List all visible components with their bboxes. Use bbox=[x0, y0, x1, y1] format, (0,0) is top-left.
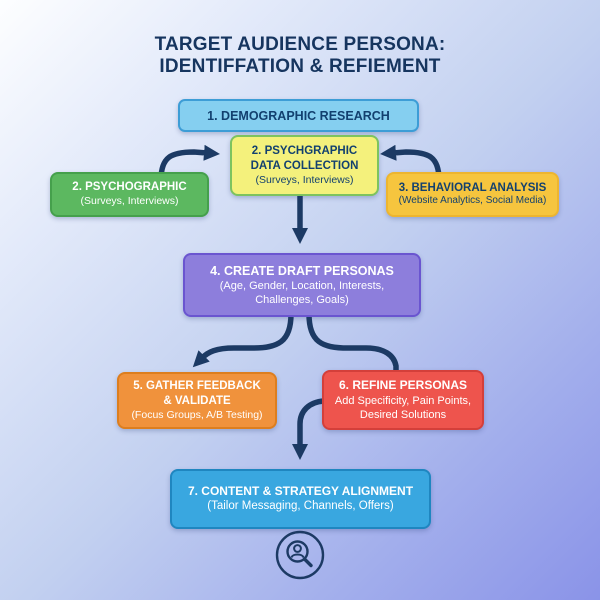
arrow-refine-personas-to-content-strategy bbox=[292, 398, 327, 460]
node-subtitle: (Tailor Messaging, Channels, Offers) bbox=[207, 500, 394, 513]
node-subtitle: (Surveys, Interviews) bbox=[80, 195, 179, 208]
node-subtitle: (Focus Groups, A/B Testing) bbox=[131, 408, 263, 421]
node-subtitle-line1: Add Specificity, Pain Points, bbox=[334, 394, 472, 407]
node-psychographic-data-collection: 2. PSYCHGRAPHIC DATA COLLECTION (Surveys… bbox=[230, 135, 379, 196]
node-refine-personas: 6. REFINE PERSONAS Add Specificity, Pain… bbox=[322, 370, 484, 430]
node-subtitle-line2: Challenges, Goals) bbox=[255, 294, 349, 306]
node-title: 7. CONTENT & STRATEGY ALIGNMENT bbox=[187, 483, 414, 498]
node-content-strategy-alignment: 7. CONTENT & STRATEGY ALIGNMENT (Tailor … bbox=[170, 469, 431, 529]
node-subtitle-line2: Desired Solutions bbox=[359, 408, 447, 421]
node-subtitle: (Website Analytics, Social Media) bbox=[398, 195, 547, 207]
arrow-draft-personas-to-gather-feedback bbox=[192, 311, 294, 368]
page-title-line2: IDENTIFFATION & REFIEMENT bbox=[159, 56, 441, 78]
node-title-line1: 5. GATHER FEEDBACK bbox=[133, 380, 261, 393]
node-title: 6. REFINE PERSONAS bbox=[338, 378, 468, 393]
node-title-line2: & VALIDATE bbox=[163, 394, 231, 407]
node-title-line1: 2. PSYCHGRAPHIC bbox=[251, 145, 358, 158]
node-gather-feedback-validate: 5. GATHER FEEDBACK & VALIDATE (Focus Gro… bbox=[117, 372, 277, 429]
node-create-draft-personas: 4. CREATE DRAFT PERSONAS (Age, Gender, L… bbox=[183, 253, 421, 317]
node-behavioral-analysis: 3. BEHAVIORAL ANALYSIS (Website Analytic… bbox=[386, 172, 559, 217]
node-subtitle-line1: (Age, Gender, Location, Interests, bbox=[219, 279, 385, 292]
arrow-draft-personas-to-refine-personas bbox=[306, 311, 399, 375]
node-title: 4. CREATE DRAFT PERSONAS bbox=[210, 263, 394, 278]
node-psychographic: 2. PSYCHOGRAPHIC (Surveys, Interviews) bbox=[50, 172, 209, 217]
page-title-line1: TARGET AUDIENCE PERSONA: bbox=[154, 34, 446, 55]
node-demographic-research: 1. DEMOGRAPHIC RESEARCH bbox=[178, 99, 419, 132]
node-title-line2: DATA COLLECTION bbox=[250, 159, 359, 172]
page-title: TARGET AUDIENCE PERSONA: IDENTIFFATION &… bbox=[0, 34, 600, 78]
persona-search-icon bbox=[274, 529, 326, 581]
node-subtitle: (Surveys, Interviews) bbox=[255, 173, 354, 186]
node-title: 1. DEMOGRAPHIC RESEARCH bbox=[207, 108, 390, 123]
node-title: 2. PSYCHOGRAPHIC bbox=[72, 181, 187, 194]
node-title: 3. BEHAVIORAL ANALYSIS bbox=[398, 181, 547, 194]
